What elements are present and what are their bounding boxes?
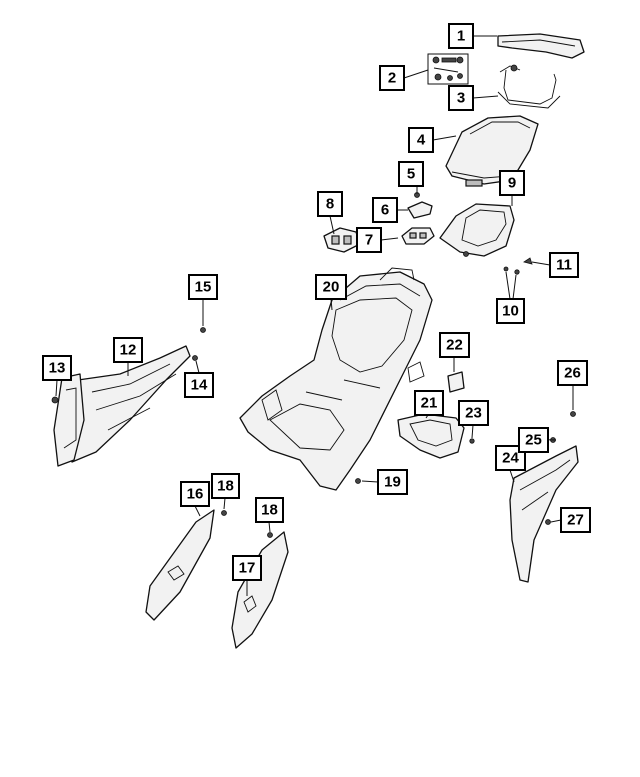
callout-label: 17 bbox=[239, 560, 256, 577]
callout-19: 19 bbox=[377, 469, 408, 495]
callout-17: 17 bbox=[232, 555, 262, 581]
callout-8: 8 bbox=[317, 191, 343, 217]
callout-label: 3 bbox=[457, 90, 465, 107]
part-13-end-panel bbox=[51, 373, 85, 467]
part-3-hinge-bracket bbox=[497, 64, 561, 109]
callout-label: 18 bbox=[261, 502, 278, 519]
part-22-trim-pad bbox=[447, 371, 465, 393]
callout-3: 3 bbox=[448, 85, 474, 111]
callout-label: 9 bbox=[508, 175, 516, 192]
callout-14: 14 bbox=[184, 372, 214, 398]
callout-11: 11 bbox=[549, 252, 579, 278]
callout-27: 27 bbox=[560, 507, 591, 533]
callout-label: 24 bbox=[502, 450, 519, 467]
callout-25: 25 bbox=[518, 427, 549, 453]
callout-label: 12 bbox=[120, 342, 137, 359]
callout-label: 13 bbox=[49, 360, 66, 377]
callout-20: 20 bbox=[315, 274, 347, 300]
callout-13: 13 bbox=[42, 355, 72, 381]
callout-4: 4 bbox=[408, 127, 434, 153]
callout-label: 1 bbox=[457, 28, 465, 45]
part-7-latch-bracket bbox=[401, 227, 435, 245]
callout-label: 23 bbox=[465, 405, 482, 422]
callout-1: 1 bbox=[448, 23, 474, 49]
callout-26: 26 bbox=[557, 360, 588, 386]
callout-label: 11 bbox=[556, 257, 572, 274]
part-2-fastener-kit bbox=[427, 53, 469, 85]
callout-label: 7 bbox=[365, 232, 373, 249]
part-1-armrest-cap bbox=[497, 33, 585, 59]
callout-label: 14 bbox=[191, 377, 208, 394]
callout-label: 26 bbox=[564, 365, 581, 382]
callout-22: 22 bbox=[439, 332, 470, 358]
callout-5: 5 bbox=[398, 161, 424, 187]
callout-16: 16 bbox=[180, 481, 210, 507]
callout-label: 19 bbox=[384, 474, 401, 491]
part-21-bracket bbox=[397, 413, 465, 459]
callout-9: 9 bbox=[499, 170, 525, 196]
callout-18b: 18 bbox=[255, 497, 284, 523]
part-17-lower-panel-right bbox=[231, 531, 289, 649]
leader-lines bbox=[55, 35, 574, 596]
callout-2: 2 bbox=[379, 65, 405, 91]
callout-15: 15 bbox=[188, 274, 218, 300]
callout-label: 21 bbox=[421, 395, 438, 412]
part-4-armrest-lid bbox=[445, 115, 539, 187]
callout-label: 20 bbox=[323, 279, 340, 296]
callout-10: 10 bbox=[496, 298, 525, 324]
callout-12: 12 bbox=[113, 337, 143, 363]
callout-21: 21 bbox=[414, 390, 444, 416]
part-16-lower-panel bbox=[145, 509, 227, 621]
callout-label: 16 bbox=[187, 486, 204, 503]
part-14-15-clips bbox=[192, 327, 206, 361]
callout-6: 6 bbox=[372, 197, 398, 223]
part-6-latch bbox=[407, 201, 433, 219]
part-23-clip bbox=[469, 438, 475, 444]
callout-label: 5 bbox=[407, 166, 415, 183]
part-9-storage-bin bbox=[439, 203, 515, 257]
callout-7: 7 bbox=[356, 227, 382, 253]
callout-label: 2 bbox=[388, 70, 396, 87]
part-10-11-screws bbox=[503, 257, 533, 275]
callout-label: 22 bbox=[446, 337, 463, 354]
callout-label: 27 bbox=[567, 512, 584, 529]
callout-label: 25 bbox=[525, 432, 542, 449]
part-24-side-trim-right bbox=[509, 445, 579, 583]
callout-label: 18 bbox=[217, 478, 234, 495]
callout-label: 8 bbox=[326, 196, 334, 213]
callout-18a: 18 bbox=[211, 473, 240, 499]
callout-23: 23 bbox=[458, 400, 489, 426]
part-8-latch-assembly bbox=[323, 227, 361, 253]
callout-label: 15 bbox=[195, 279, 212, 296]
callout-label: 10 bbox=[502, 303, 519, 320]
part-20-center-console bbox=[239, 267, 433, 491]
callout-label: 4 bbox=[417, 132, 426, 149]
part-19-screw bbox=[355, 478, 361, 484]
callout-label: 6 bbox=[381, 202, 389, 219]
